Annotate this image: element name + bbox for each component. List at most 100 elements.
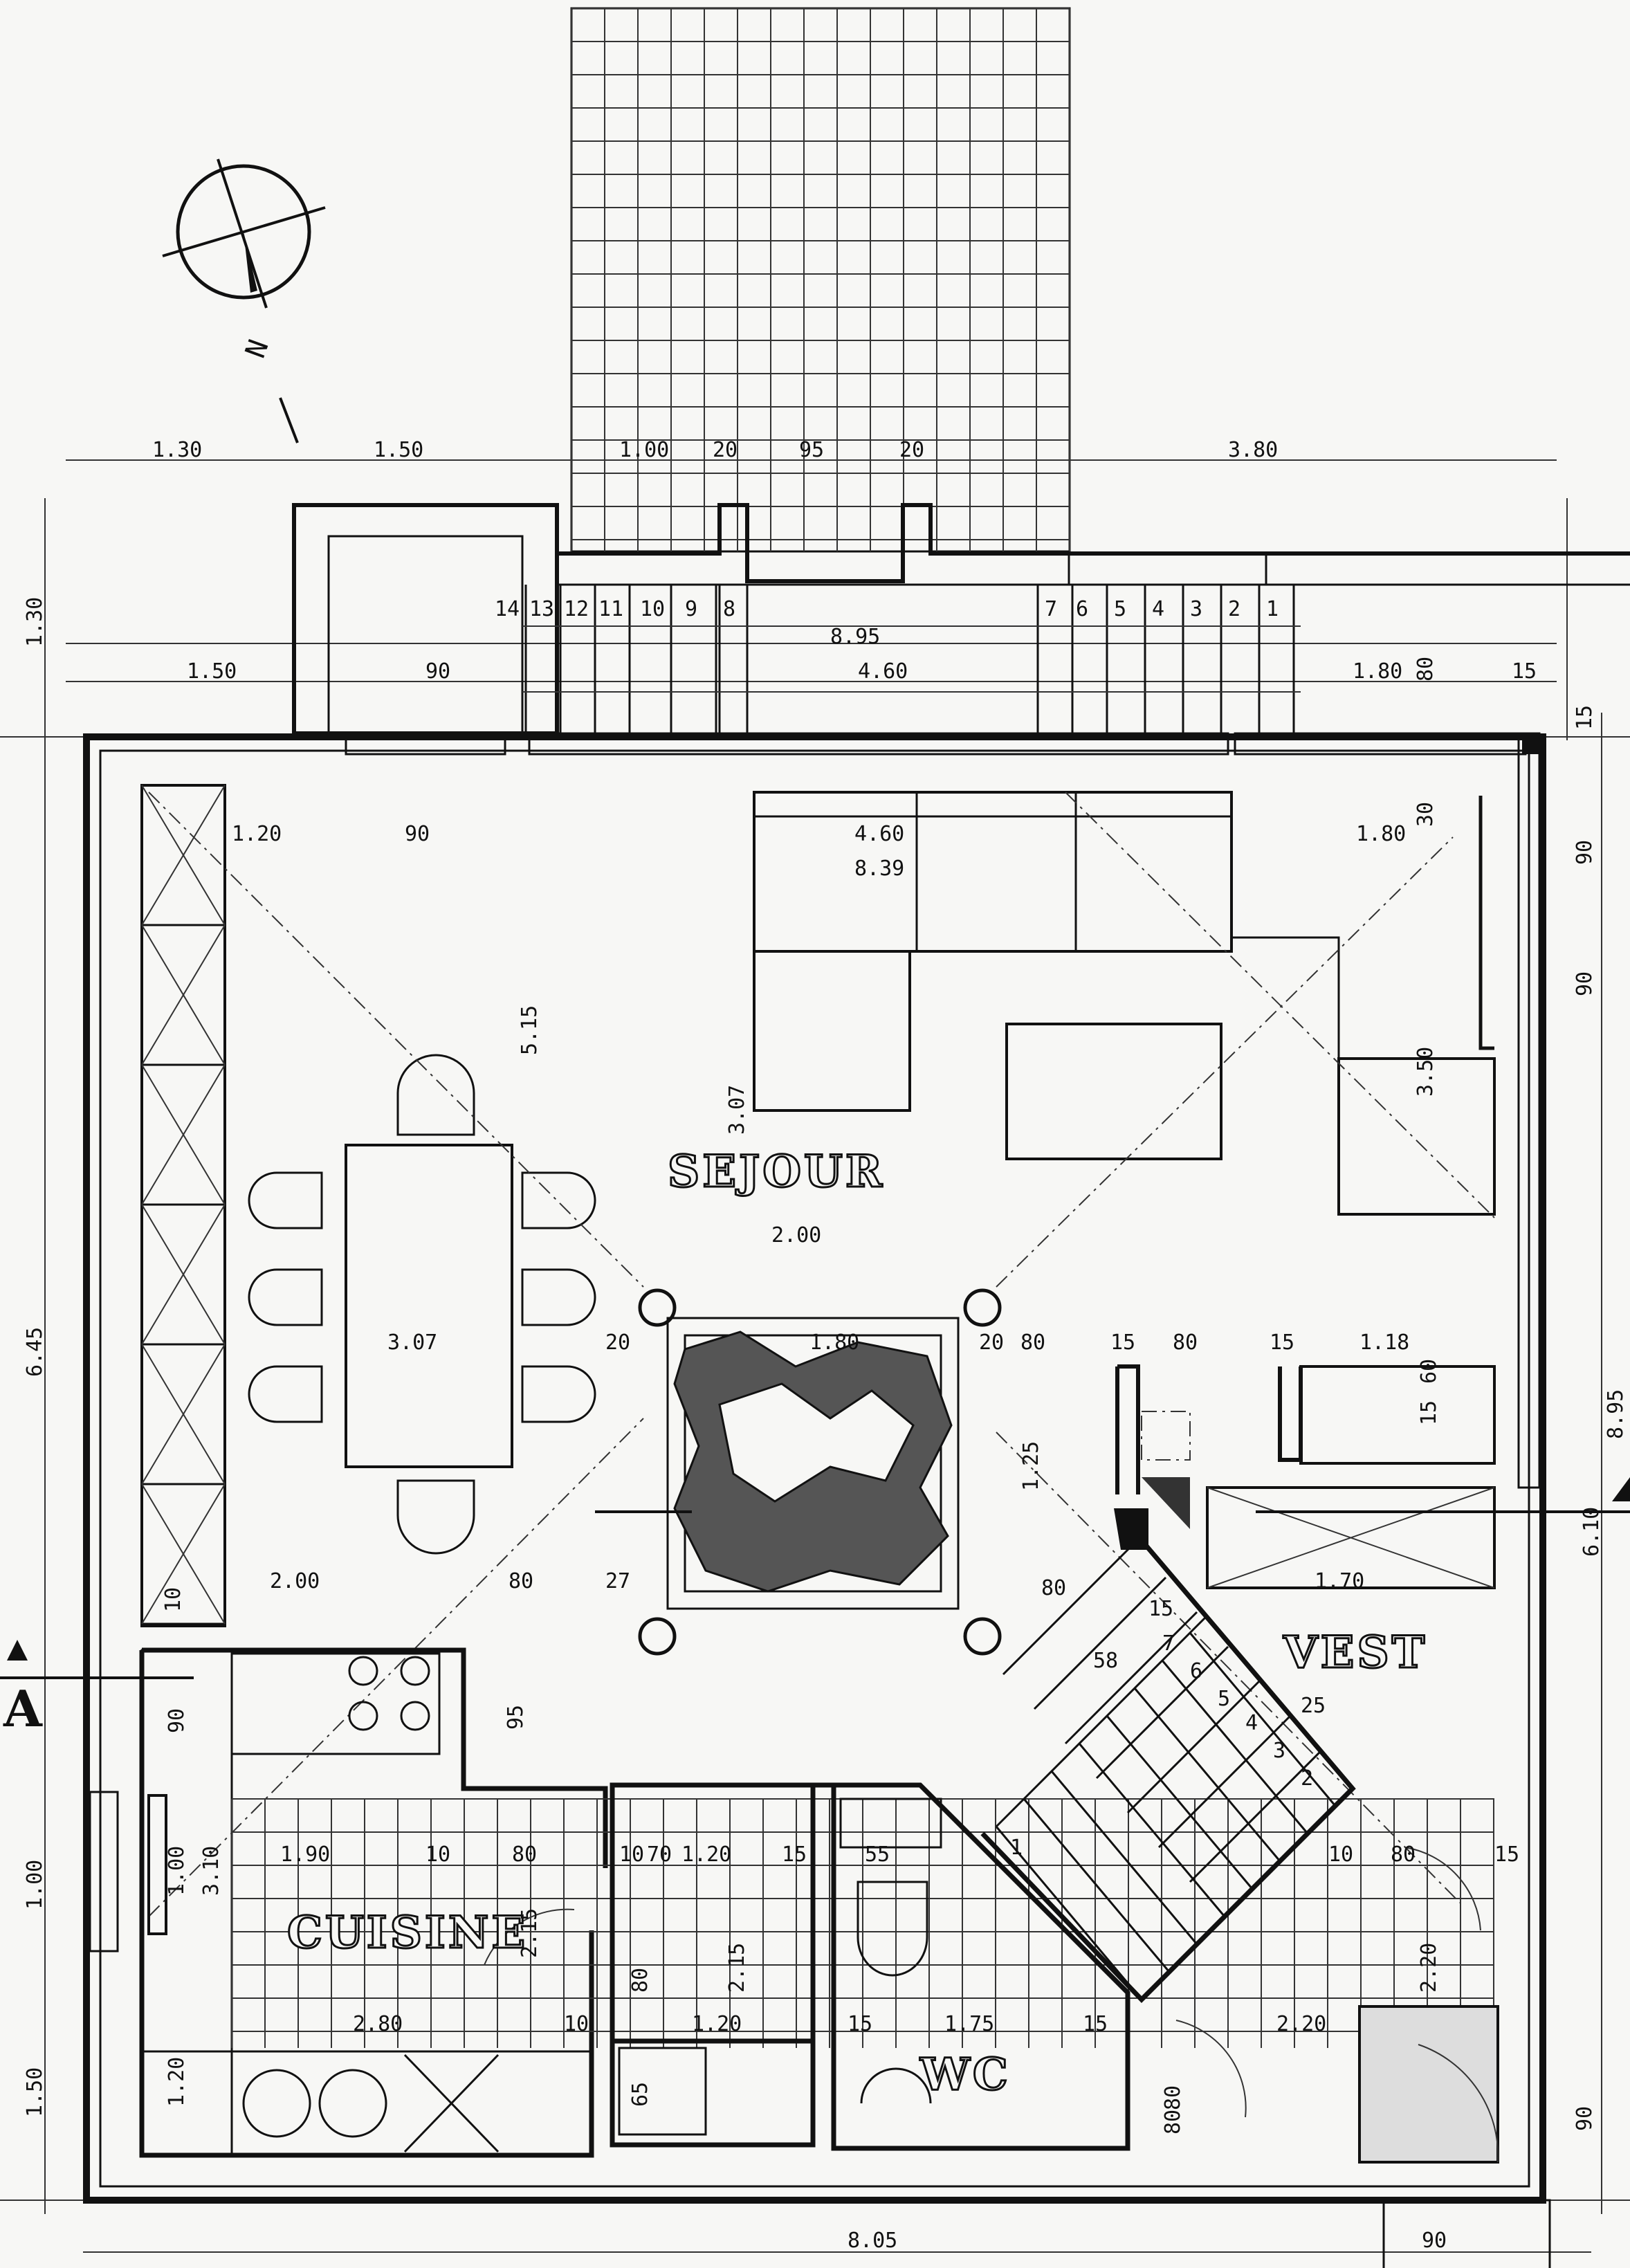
shelving-unit: [140, 784, 226, 1627]
dim-label: 3.10: [199, 1846, 223, 1896]
step-number: 12: [564, 597, 589, 621]
dim-label: 2.15: [518, 1908, 542, 1958]
vestibule: [1115, 1364, 1551, 2268]
stair-number: 1: [1010, 1836, 1023, 1860]
dimension-labels: 1.30 1.50 1.00 20 95 20 3.80 1.50 90 8.9…: [23, 438, 1628, 2253]
dim-label: 20: [605, 1330, 630, 1355]
dim-label: 1.00: [23, 1860, 47, 1910]
dim-label: 6.45: [23, 1327, 47, 1377]
dim-label: 15: [1494, 1842, 1519, 1867]
dim-label: 80: [1173, 1330, 1198, 1355]
dim-label: 1.80: [1356, 822, 1406, 846]
step-number: 8: [723, 597, 735, 621]
dim-label: 90: [1422, 2229, 1447, 2253]
dining-table: [248, 1054, 596, 1555]
dim-label: 2.20: [1276, 2012, 1326, 2036]
dim-label: 2.15: [725, 1943, 749, 1993]
dim-label: 8.95: [1604, 1389, 1628, 1439]
step-number: 9: [685, 597, 697, 621]
dim-label: 2.00: [270, 1569, 320, 1593]
drawing-line: [1023, 1798, 1171, 1973]
dim-label: 30: [1413, 802, 1438, 827]
dim-label: 10: [1328, 1842, 1353, 1867]
dim-label: 1.30: [152, 438, 202, 462]
dim-label: 90: [1573, 971, 1597, 996]
drawing-line: [1050, 1771, 1198, 1945]
drawing-line: [1095, 1645, 1229, 1780]
dim-label: 20: [979, 1330, 1004, 1355]
dim-label: 1.20: [681, 1842, 731, 1867]
dim-label: 80: [1161, 2085, 1185, 2110]
step-number: 13: [529, 597, 554, 621]
drawing-line: [141, 924, 226, 1066]
dim-label: 1.70: [1315, 1569, 1364, 1593]
dim-label: 1.50: [374, 438, 423, 462]
room-labels: SEJOUR CUISINE VEST WC: [286, 1145, 1426, 2102]
dim-label: 2.80: [353, 2012, 403, 2036]
dim-label: 80: [628, 1968, 652, 1993]
dim-label: 1.25: [1019, 1441, 1043, 1491]
room-label-cuisine: CUISINE: [287, 1907, 528, 1959]
dim-label: 90: [1573, 840, 1597, 865]
dim-label: 1.00: [619, 438, 669, 462]
step-number: 11: [598, 597, 623, 621]
dim-label: 80: [1161, 2110, 1185, 2134]
dim-label: 1.90: [280, 1842, 330, 1867]
dim-label: 15: [1512, 659, 1537, 684]
dim-label: 60: [1417, 1359, 1441, 1384]
dim-label: 6.10: [1579, 1507, 1604, 1557]
dim-label: 90: [165, 1708, 189, 1733]
dim-label: 1.20: [692, 2012, 742, 2036]
drawing-line: [141, 1064, 226, 1205]
dim-label: 90: [405, 822, 430, 846]
sofa-set: [753, 791, 1496, 1216]
section-markers: A: [0, 1477, 1630, 1738]
dim-label: 80: [509, 1569, 533, 1593]
exterior-walls: [83, 732, 1546, 2204]
dim-label: 20: [713, 438, 738, 462]
drawing-line: [1064, 1611, 1198, 1745]
stair-number: 5: [1218, 1687, 1230, 1711]
dim-label: 10: [564, 2012, 589, 2036]
dim-label: 80: [512, 1842, 537, 1867]
dim-label: 25: [1301, 1694, 1326, 1718]
dim-label: 80: [1041, 1576, 1066, 1600]
step-number: 4: [1152, 597, 1164, 621]
step-number: 2: [1228, 597, 1240, 621]
dim-label: 15: [848, 2012, 872, 2036]
dim-label: 3.07: [387, 1330, 437, 1355]
dim-label: 2.20: [1417, 1943, 1441, 1993]
room-label-wc: WC: [919, 2049, 1011, 2101]
dim-label: 15: [1110, 1330, 1135, 1355]
dim-label: 1.80: [809, 1330, 859, 1355]
drawing-line: [1002, 1542, 1136, 1676]
dim-label: 8.05: [848, 2229, 897, 2253]
dim-label: 55: [865, 1842, 890, 1867]
room-label-sejour: SEJOUR: [668, 1146, 885, 1198]
dim-label: 2.00: [771, 1223, 821, 1247]
dim-label: 1.20: [232, 822, 282, 846]
drawing-line: [141, 785, 226, 926]
dim-label: 8.39: [854, 857, 904, 881]
dim-label: 3.50: [1413, 1047, 1438, 1097]
step-number: 3: [1190, 597, 1202, 621]
step-numbers: 14 13 12 11 10 9 8 7 6 5 4 3 2 1 7 6 5 4…: [495, 597, 1313, 1860]
stair-number: 6: [1190, 1659, 1202, 1683]
dim-label: 10: [425, 1842, 450, 1867]
north-arrow-icon: N: [162, 158, 326, 443]
dim-label: 1.00: [165, 1846, 189, 1896]
stair-number: 2: [1301, 1766, 1313, 1791]
dim-label: 1.80: [1353, 659, 1402, 684]
dim-label: 1.50: [187, 659, 237, 684]
step-number: 7: [1045, 597, 1057, 621]
drawing-line: [141, 1204, 226, 1345]
dim-label: 15: [1270, 1330, 1294, 1355]
dim-label: 15: [1148, 1597, 1173, 1621]
dim-label: 90: [1573, 2106, 1597, 2131]
dim-label: 15: [782, 1842, 807, 1867]
dim-label: 58: [1093, 1649, 1118, 1673]
dim-label: 4.60: [854, 822, 904, 846]
dim-label: 27: [605, 1569, 630, 1593]
kitchen-walls: [139, 1647, 1494, 2158]
